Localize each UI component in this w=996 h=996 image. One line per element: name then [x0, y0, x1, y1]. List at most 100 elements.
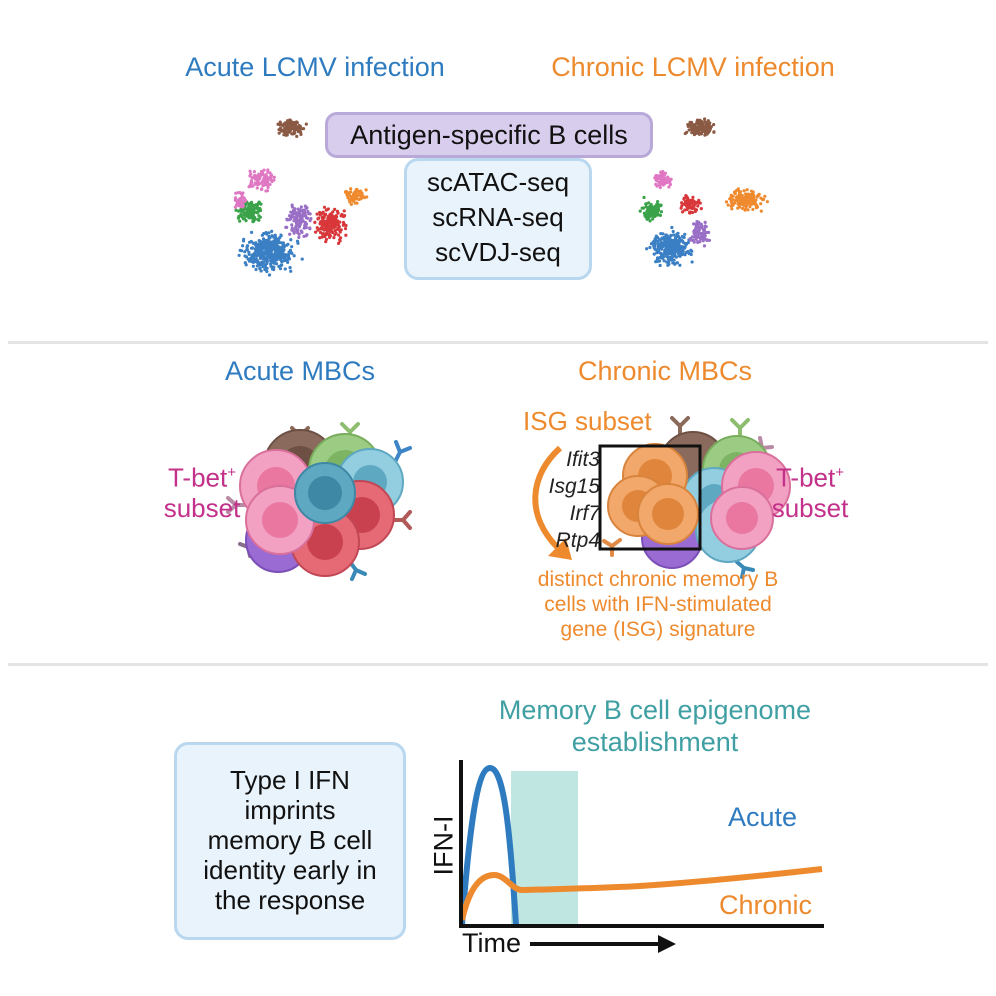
umap-point	[305, 233, 309, 237]
umap-point	[691, 127, 696, 131]
umap-point	[269, 264, 273, 268]
umap-point	[315, 226, 319, 230]
umap-point	[292, 219, 296, 223]
umap-point	[238, 190, 242, 195]
umap-point	[347, 198, 352, 202]
umap-point	[258, 250, 263, 254]
umap-point	[288, 265, 292, 270]
umap-point	[709, 125, 713, 129]
umap-point	[256, 181, 261, 186]
umap-point	[246, 257, 250, 261]
umap-point	[275, 257, 279, 262]
umap-point	[656, 174, 660, 178]
umap-point	[237, 200, 241, 204]
umap-point	[671, 229, 675, 234]
umap-point	[700, 124, 704, 128]
umap-point	[239, 249, 244, 253]
umap-point	[658, 263, 662, 268]
umap-point	[659, 203, 663, 207]
umap-point	[279, 129, 284, 133]
umap-point	[279, 234, 283, 238]
umap-point	[296, 228, 300, 232]
umap-point	[332, 215, 336, 219]
umap-point	[638, 209, 642, 213]
umap-point	[650, 210, 654, 214]
umap-point	[244, 219, 248, 223]
umap-point	[241, 208, 245, 213]
umap-point	[292, 254, 296, 258]
umap-point	[295, 215, 299, 219]
umap-point	[315, 212, 319, 216]
umap-point	[690, 260, 694, 264]
umap-point	[356, 193, 361, 197]
umap-point	[292, 208, 297, 213]
umap-point	[266, 245, 270, 249]
umap-point	[695, 120, 699, 124]
umap-point	[251, 264, 255, 268]
umap-point	[304, 223, 308, 227]
umap-point	[249, 246, 254, 250]
umap-point	[324, 226, 329, 230]
umap-point	[243, 261, 247, 265]
umap-point	[676, 234, 681, 239]
umap-point	[688, 123, 692, 127]
umap-point	[234, 208, 238, 212]
umap-point	[251, 260, 256, 265]
umap-point	[285, 225, 289, 229]
umap-point	[258, 174, 262, 178]
umap-point	[241, 203, 245, 208]
umap-point	[704, 131, 708, 135]
umap-point	[642, 195, 646, 200]
umap-point	[658, 185, 662, 190]
umap-point	[241, 244, 245, 248]
umap-point	[274, 250, 279, 254]
umap-point	[668, 182, 672, 187]
umap-point	[280, 252, 284, 256]
umap-point	[233, 205, 237, 209]
umap-point	[297, 232, 301, 236]
umap-point	[355, 195, 359, 199]
umap-point	[298, 208, 302, 212]
umap-point	[250, 176, 254, 180]
y-axis-label: IFN-I	[428, 815, 459, 876]
umap-point	[296, 241, 300, 245]
umap-point	[700, 120, 704, 124]
umap-point	[249, 200, 254, 205]
umap-point	[306, 209, 310, 214]
umap-point	[253, 181, 257, 185]
umap-point	[653, 214, 657, 219]
umap-point	[339, 214, 343, 218]
umap-point	[278, 126, 283, 130]
umap-point	[342, 209, 346, 213]
umap-point	[338, 236, 343, 240]
epigenome-window-band	[511, 771, 578, 925]
umap-point	[265, 189, 270, 193]
umap-point	[707, 122, 711, 127]
umap-point	[324, 231, 328, 236]
umap-point	[255, 186, 259, 190]
umap-point	[277, 240, 282, 245]
umap-point	[284, 258, 288, 263]
umap-point	[338, 239, 342, 243]
umap-point	[247, 250, 251, 254]
umap-point	[292, 124, 297, 128]
umap-point	[298, 124, 302, 129]
umap-point	[282, 248, 286, 252]
umap-point	[358, 197, 362, 201]
umap-point	[712, 123, 716, 127]
umap-point	[349, 202, 354, 206]
umap-point	[261, 184, 265, 188]
umap-point	[254, 257, 258, 261]
umap-point	[256, 217, 260, 221]
umap-point	[266, 168, 270, 172]
umap-point	[354, 188, 358, 192]
umap-point	[331, 210, 335, 214]
umap-point	[263, 268, 268, 272]
umap-point	[263, 242, 267, 247]
umap-point	[327, 220, 331, 224]
acute-curve-label: Acute	[728, 802, 798, 832]
x-axis-label: Time	[462, 928, 521, 958]
umap-point	[268, 182, 272, 187]
umap-point	[260, 187, 264, 192]
umap-point	[333, 207, 337, 211]
